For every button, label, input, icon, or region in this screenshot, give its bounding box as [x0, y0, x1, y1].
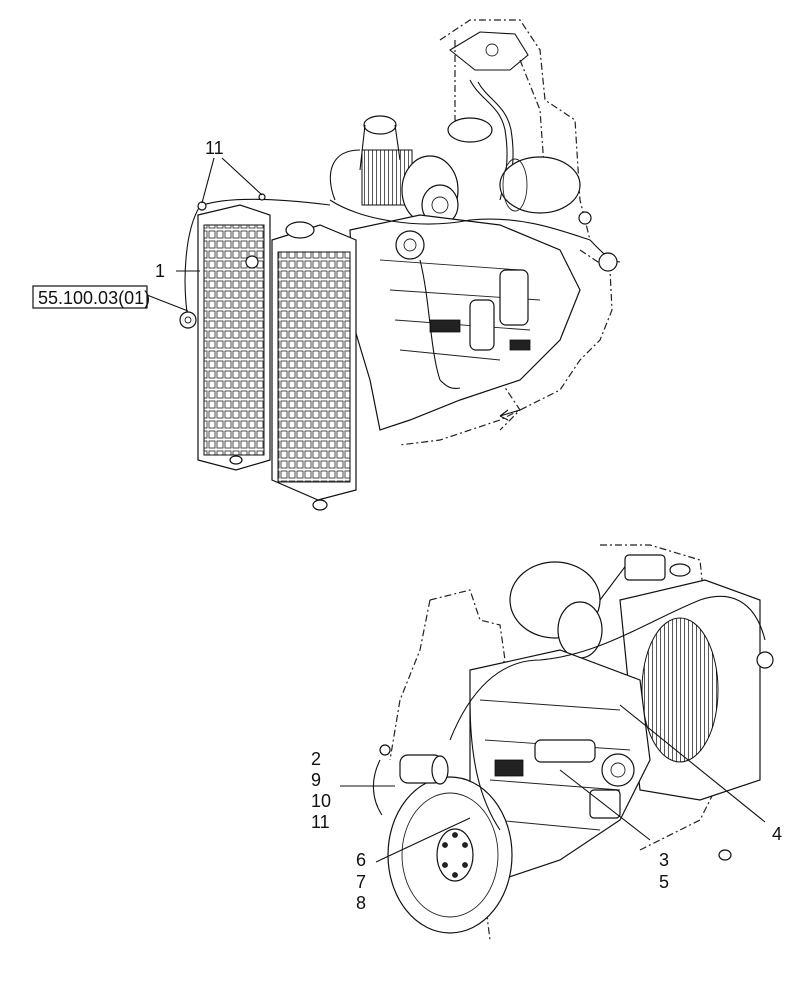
callout-11-bottom: 11 [311, 812, 330, 832]
top-leader-lines [146, 157, 263, 312]
callout-7: 7 [356, 872, 366, 892]
reference-box[interactable] [32, 285, 148, 309]
callout-5: 5 [659, 872, 669, 892]
top-engine-assembly [179, 19, 621, 511]
callout-6: 6 [356, 850, 366, 870]
callout-9: 9 [311, 770, 321, 790]
callout-4: 4 [772, 824, 782, 844]
callout-2: 2 [311, 749, 321, 769]
callout-10: 10 [311, 791, 331, 811]
callout-3: 3 [659, 850, 669, 870]
bottom-leader-lines [340, 704, 766, 863]
callout-11-top: 11 [205, 138, 224, 158]
callout-1: 1 [155, 261, 165, 281]
bottom-engine-assembly [372, 544, 774, 941]
reference-link[interactable]: 55.100.03(01) [38, 288, 150, 308]
callout-8: 8 [356, 893, 366, 913]
